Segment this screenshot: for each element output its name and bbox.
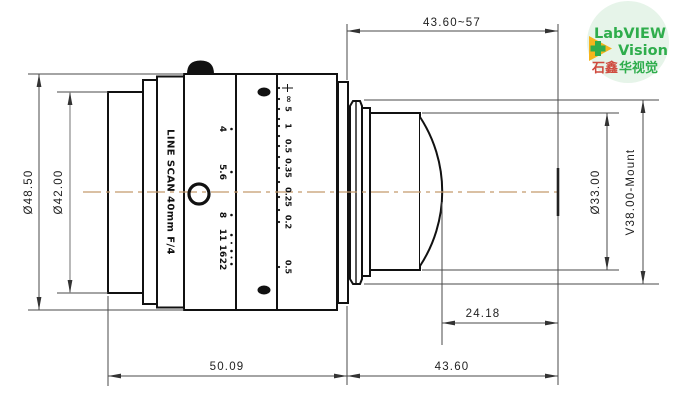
logo-text-vision: Vision bbox=[618, 43, 668, 59]
set-screw-top bbox=[257, 87, 271, 97]
focus-value: ∞ bbox=[283, 95, 293, 103]
focus-value: 0.5 bbox=[284, 139, 293, 154]
plus-icon bbox=[590, 41, 606, 56]
logo-badge-circle bbox=[587, 1, 669, 83]
focus-value: 0.25 bbox=[284, 187, 293, 207]
aperture-value: 11 bbox=[217, 229, 227, 242]
focus-value: 0.5 bbox=[284, 260, 293, 275]
logo-text-chinese-right: 华视觉 bbox=[619, 60, 658, 76]
dim-label-outer-diameter: Ø48.50 bbox=[23, 170, 35, 215]
dim-front-vertex: 24.18 bbox=[441, 202, 558, 345]
focus-tick-dots bbox=[277, 86, 281, 269]
lens-model-label: LINE SCAN 40mm F/4 bbox=[165, 129, 176, 255]
aperture-value: 8 bbox=[217, 212, 227, 218]
dim-label-rear-diameter: Ø42.00 bbox=[53, 170, 65, 215]
logo-text-chinese-left: 石鑫 bbox=[591, 60, 618, 76]
dim-label-front-diameter: Ø33.00 bbox=[590, 170, 602, 215]
dim-focus-range: 43.60~57 bbox=[346, 17, 558, 80]
focus-scale: ∞ 5 1 0.5 0.35 0.25 0.2 0.5 bbox=[277, 84, 293, 275]
dim-label-flange-section: 43.60 bbox=[435, 361, 470, 373]
aperture-index-circle bbox=[187, 182, 211, 206]
focus-value: 5 bbox=[284, 106, 293, 112]
logo-text-labview: LabVIEW bbox=[594, 26, 666, 42]
dim-rear-diameter: Ø42.00 bbox=[53, 91, 108, 294]
dim-mount: V38.00-Mount bbox=[364, 99, 659, 285]
dim-label-mount: V38.00-Mount bbox=[625, 149, 637, 236]
aperture-value: 22 bbox=[217, 258, 227, 271]
dim-outer-diameter: Ø48.50 bbox=[23, 73, 184, 311]
aperture-scale: 4 5.6 8 11 16 22 bbox=[217, 126, 233, 270]
set-screw-bottom bbox=[257, 285, 271, 295]
aperture-value: 4 bbox=[217, 126, 227, 132]
dim-body-length: 50.09 bbox=[107, 296, 348, 386]
focus-value: 1 bbox=[284, 123, 293, 129]
aperture-tick-dots bbox=[230, 127, 233, 266]
dim-label-front-vertex: 24.18 bbox=[466, 308, 501, 320]
aperture-value: 5.6 bbox=[217, 164, 227, 180]
dim-label-body-length: 50.09 bbox=[210, 361, 245, 373]
dim-front-diameter: Ø33.00 bbox=[422, 112, 619, 271]
dim-flange-section: 43.60 bbox=[347, 361, 558, 379]
focus-value: 0.2 bbox=[284, 215, 293, 229]
lens-body bbox=[107, 60, 444, 311]
labview-vision-logo: LabVIEW Vision 石鑫 华视觉 bbox=[587, 1, 669, 83]
focus-value: 0.35 bbox=[284, 158, 293, 178]
dimension-annotations: Ø48.50 Ø42.00 Ø33.00 V38.00-M bbox=[23, 17, 659, 386]
dim-label-focus-range: 43.60~57 bbox=[423, 17, 481, 29]
ring-details bbox=[187, 87, 271, 295]
aperture-lock-knob bbox=[187, 60, 214, 74]
aperture-value: 16 bbox=[217, 245, 227, 258]
